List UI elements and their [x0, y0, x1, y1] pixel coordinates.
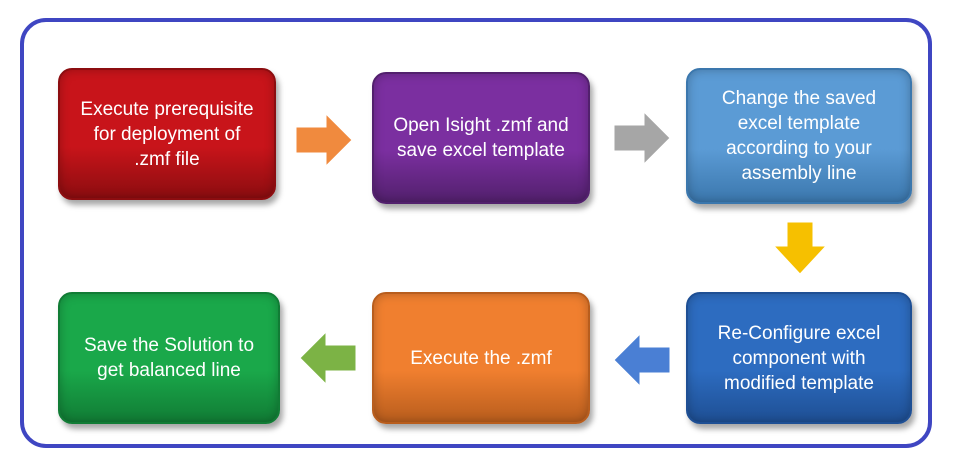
step-6-label: Save the Solution to get balanced line — [83, 335, 255, 381]
step-3-box: Change the saved excel template accordin… — [686, 68, 912, 204]
step-4-label: Re-Configure excel component with modifi… — [717, 322, 881, 394]
step-2-box: Open Isight .zmf and save excel template — [372, 72, 590, 204]
step-5-label: Execute the .zmf — [410, 347, 552, 369]
step-4-box: Re-Configure excel component with modifi… — [686, 292, 912, 424]
down-arrow-icon — [774, 222, 826, 274]
right-arrow-icon — [296, 114, 352, 166]
left-arrow-icon — [300, 332, 356, 384]
step-1-label: Execute prerequisite for deployment of .… — [80, 98, 254, 170]
step-1-box: Execute prerequisite for deployment of .… — [58, 68, 276, 200]
step-2-label: Open Isight .zmf and save excel template — [393, 115, 569, 161]
right-arrow-icon — [614, 112, 670, 164]
left-arrow-icon — [614, 334, 670, 386]
step-3-label: Change the saved excel template accordin… — [721, 88, 877, 184]
step-5-box: Execute the .zmf — [372, 292, 590, 424]
step-6-box: Save the Solution to get balanced line — [58, 292, 280, 424]
